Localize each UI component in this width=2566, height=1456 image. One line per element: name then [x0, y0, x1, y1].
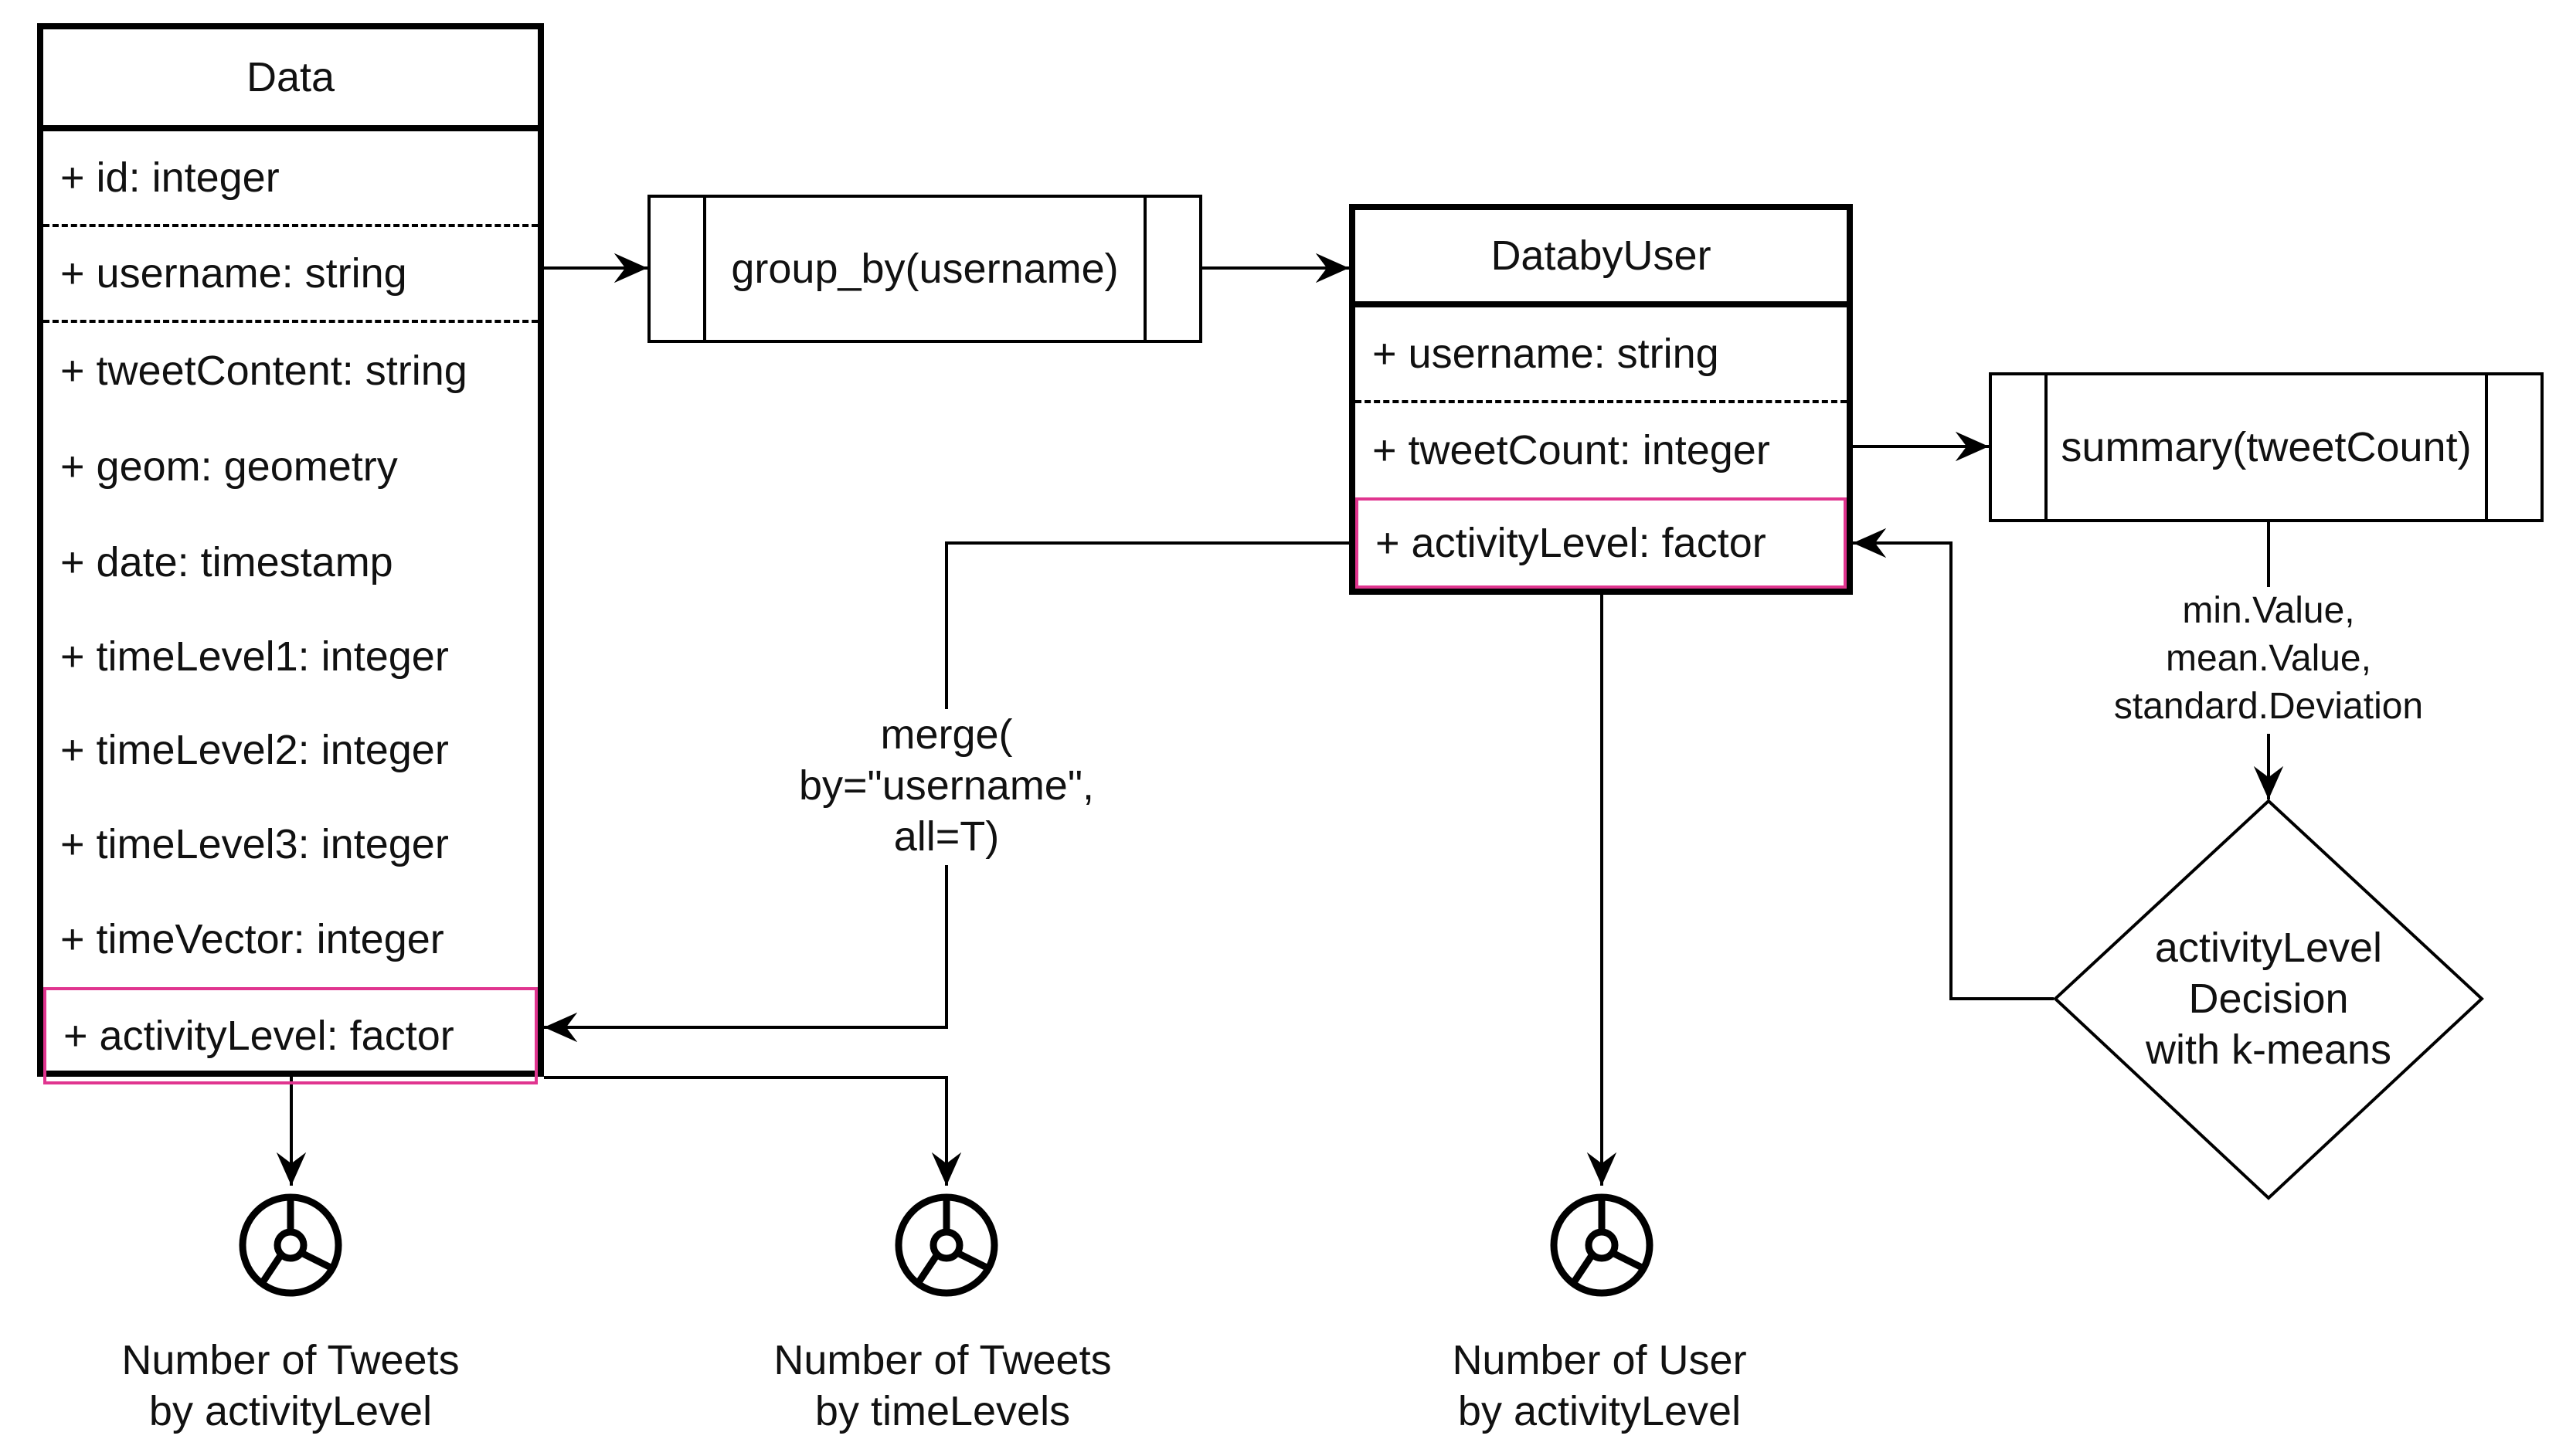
data-field-tweetcontent: + tweetContent: string	[60, 348, 467, 394]
groupby-process[interactable]: group_by(username)	[647, 195, 1202, 343]
data-table-title: Data	[43, 29, 538, 131]
merge-edge-label: merge( by="username", all=T)	[773, 709, 1120, 865]
summary-process[interactable]: summary(tweetCount)	[1989, 372, 2544, 522]
report-3-caption: Number of User by activityLevel	[1452, 1337, 1747, 1434]
report-1-caption: Number of Tweets by activityLevel	[121, 1337, 460, 1434]
edge-decision-to-user-activity	[1853, 528, 2054, 1000]
data-field-timelevel3: + timeLevel3: integer	[60, 821, 449, 867]
data-field-date: + date: timestamp	[60, 539, 393, 585]
report-icon[interactable]	[236, 1191, 345, 1299]
data-field-geom: + geom: geometry	[60, 443, 398, 490]
summary-edge-label: min.Value, mean.Value, standard.Deviatio…	[2071, 587, 2466, 734]
user-table[interactable]: DatabyUser + username: string + tweetCou…	[1349, 204, 1853, 595]
data-field-activitylevel: + activityLevel: factor	[43, 987, 538, 1084]
data-field-timevector: + timeVector: integer	[60, 916, 444, 962]
report-icon[interactable]	[1548, 1191, 1656, 1299]
summary-process-label: summary(tweetCount)	[2061, 424, 2472, 470]
data-table[interactable]: Data + id: integer + username: string + …	[37, 23, 544, 1084]
decision-label: activityLevel Decision with k-means	[2145, 925, 2392, 1073]
data-field-username: + username: string	[43, 227, 538, 323]
user-field-activitylevel: + activityLevel: factor	[1355, 497, 1847, 589]
groupby-process-label: group_by(username)	[731, 246, 1119, 292]
report-icon[interactable]	[892, 1191, 1001, 1299]
edge-data-to-report-2	[544, 1076, 962, 1186]
data-field-timelevel2: + timeLevel2: integer	[60, 727, 449, 773]
report-2-caption: Number of Tweets by timeLevels	[773, 1337, 1112, 1434]
data-field-id: + id: integer	[43, 131, 538, 227]
user-table-title: DatabyUser	[1355, 210, 1847, 307]
user-field-tweetcount: + tweetCount: integer	[1372, 427, 1770, 473]
decision-diamond[interactable]	[2052, 799, 2485, 1201]
user-field-username: + username: string	[1355, 307, 1847, 403]
data-field-timelevel1: + timeLevel1: integer	[60, 633, 449, 680]
